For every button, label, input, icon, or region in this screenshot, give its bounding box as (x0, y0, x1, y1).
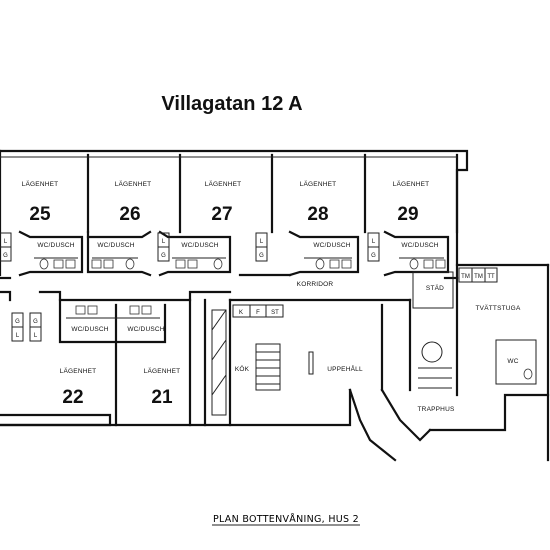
room-label: LÄGENHET (115, 180, 152, 188)
storage-label-g: G (259, 253, 264, 259)
bathroom-label: WC/DUSCH (127, 326, 164, 333)
plan-title: Villagatan 12 A (161, 93, 302, 115)
plan-caption: PLAN BOTTENVÅNING, HUS 2 (213, 513, 359, 525)
bathroom-label: WC/DUSCH (37, 242, 74, 249)
bathroom-label: WC/DUSCH (313, 242, 350, 249)
bathroom-label: WC/DUSCH (71, 326, 108, 333)
cabinet-label: K (239, 310, 243, 316)
apartment-number: 26 (119, 204, 140, 225)
living-room-label: UPPEHÅLL (327, 364, 363, 373)
cabinet-label: ST (271, 310, 279, 316)
storage-label-l: L (162, 239, 166, 245)
storage-closets-top: L G L G L G L G (0, 232, 380, 262)
storage-label-l: L (4, 239, 8, 245)
room-label: LÄGENHET (60, 367, 97, 375)
bathroom-fixtures-top (39, 258, 446, 270)
kitchen-area (211, 304, 314, 416)
apartment-number: 27 (211, 204, 232, 225)
storage-label-g: G (15, 319, 20, 325)
bathroom-label: WC/DUSCH (97, 242, 134, 249)
apartment-number: 29 (397, 204, 418, 225)
room-label: LÄGENHET (22, 180, 59, 188)
room-label: LÄGENHET (300, 180, 337, 188)
kitchen-label: KÖK (235, 365, 250, 373)
apartment-number: 28 (307, 204, 328, 225)
cabinet-label: F (256, 310, 260, 316)
cleaning-room-label: STÄD (426, 284, 444, 292)
top-bathroom-blocks (0, 230, 459, 280)
laundry-unit: TM (474, 274, 483, 280)
storage-label-g: G (161, 253, 166, 259)
apartment-number: 22 (62, 387, 83, 408)
bathroom-label: WC/DUSCH (401, 242, 438, 249)
storage-label-l: L (34, 333, 38, 339)
corridor-label: KORRIDOR (297, 281, 334, 288)
apartment-number: 25 (29, 204, 51, 225)
storage-label-l: L (16, 333, 20, 339)
storage-label-l: L (260, 239, 264, 245)
storage-label-g: G (371, 253, 376, 259)
room-label: LÄGENHET (393, 180, 430, 188)
laundry-unit: TT (487, 274, 495, 280)
bathroom-label: WC/DUSCH (181, 242, 218, 249)
storage-label-g: G (3, 253, 8, 259)
bottom-section-walls: G L G L (0, 290, 550, 462)
laundry-unit: TM (461, 274, 470, 280)
storage-label-g: G (33, 319, 38, 325)
room-label: LÄGENHET (205, 180, 242, 188)
wc-label: WC (507, 358, 518, 365)
stairwell-laundry (408, 263, 537, 397)
apartment-number: 21 (151, 387, 173, 408)
storage-label-l: L (372, 239, 376, 245)
stairwell-label: TRAPPHUS (418, 406, 455, 413)
top-apartment-walls (0, 153, 459, 234)
room-label: LÄGENHET (144, 367, 181, 375)
laundry-label: TVÄTTSTUGA (476, 304, 521, 312)
